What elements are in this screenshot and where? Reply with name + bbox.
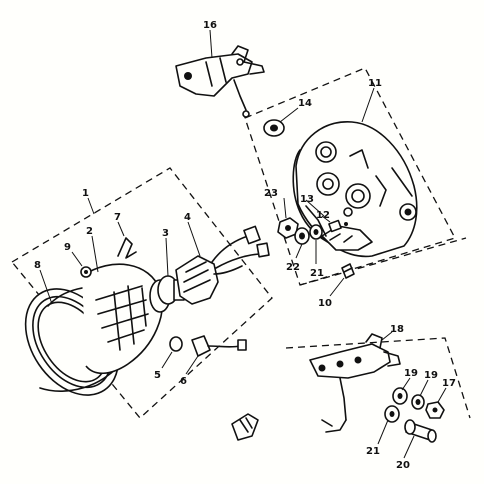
lens-unit-part-2	[81, 263, 171, 375]
leader-4	[187, 221, 201, 257]
washer-part-22	[294, 227, 310, 245]
bolt-part-20	[404, 419, 437, 443]
screw-part-9	[80, 266, 92, 278]
callout-5: 5	[154, 370, 161, 381]
callout-23: 23	[264, 188, 278, 199]
callout-20: 20	[396, 460, 410, 471]
callout-11: 11	[368, 78, 382, 89]
pilot-bulb-part-5	[169, 336, 183, 352]
leader-9	[71, 251, 83, 267]
callout-16: 16	[203, 20, 217, 31]
leader-1	[87, 197, 95, 215]
leader-10	[329, 277, 345, 297]
clip-connector	[231, 413, 259, 441]
grommet-part-14	[263, 119, 285, 137]
callout-10: 10	[318, 298, 332, 309]
nut-part-21-lower	[384, 405, 400, 423]
leader-20	[403, 435, 415, 459]
headlight-housing-part-11	[292, 121, 418, 258]
leader-6	[185, 355, 199, 375]
leader-2	[91, 235, 99, 273]
lower-bracket-part-18	[309, 333, 401, 433]
washer-part-19a	[392, 387, 408, 405]
callout-4: 4	[184, 212, 191, 223]
leader-21-lower	[377, 419, 389, 445]
nut-part-12-13	[328, 207, 353, 233]
callout-6: 6	[180, 376, 187, 387]
callout-14: 14	[298, 98, 312, 109]
callout-8: 8	[34, 260, 41, 271]
callout-2: 2	[86, 226, 93, 237]
bracket-18-outline	[285, 337, 471, 419]
callout-21-upper: 21	[310, 268, 324, 279]
leader-23	[283, 197, 287, 219]
leader-5	[161, 351, 173, 369]
leader-17	[437, 387, 447, 403]
callout-13: 13	[300, 194, 314, 205]
socket-wiring-part-4	[175, 225, 270, 305]
leader-13	[305, 199, 325, 217]
leader-12	[321, 215, 331, 223]
leader-19a	[401, 377, 411, 391]
leader-14	[279, 107, 299, 123]
callout-22: 22	[286, 262, 300, 273]
callout-12: 12	[316, 210, 330, 221]
callout-1: 1	[82, 188, 89, 199]
washer-part-19b	[411, 394, 425, 410]
callout-17: 17	[442, 378, 456, 389]
leader-11	[361, 87, 375, 123]
leader-22	[295, 243, 303, 259]
callout-19a: 19	[404, 368, 418, 379]
housing-11-outline-lower	[299, 237, 467, 286]
screw-part-10	[341, 263, 355, 279]
leader-7	[117, 221, 125, 237]
callout-7: 7	[114, 212, 121, 223]
callout-3: 3	[162, 228, 169, 239]
leader-8	[39, 269, 53, 305]
callout-9: 9	[64, 242, 71, 253]
leader-16	[209, 29, 213, 59]
leader-19b	[419, 379, 429, 397]
leader-18	[381, 331, 393, 341]
callout-18: 18	[390, 324, 404, 335]
spring-clip-part-7	[117, 237, 137, 259]
leader-3	[165, 237, 169, 277]
callout-19b: 19	[424, 370, 438, 381]
nut-part-21-upper	[309, 224, 323, 240]
bolt-part-17	[425, 401, 445, 419]
callout-21-lower: 21	[366, 446, 380, 457]
pilot-socket-part-6	[191, 335, 247, 357]
upper-bracket-part-16	[175, 45, 265, 118]
